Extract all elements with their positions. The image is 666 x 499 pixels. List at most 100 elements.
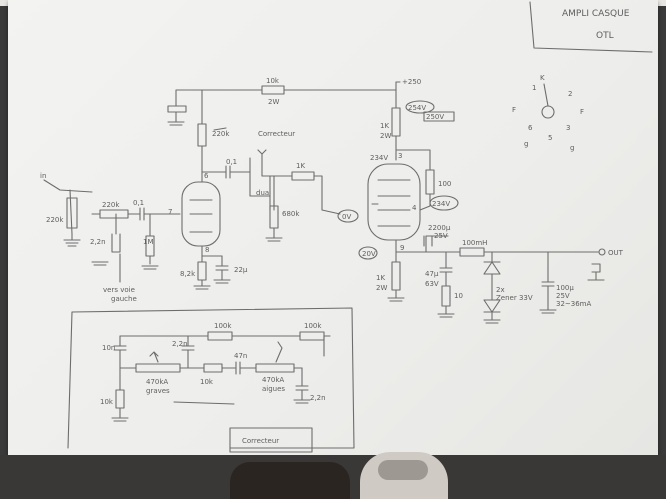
- pinout-bulb: [541, 105, 555, 119]
- label-c-47: 47µ: [425, 270, 439, 278]
- label-r-1k-top-w: 2W: [380, 132, 391, 140]
- label-corr-10k-a: 10k: [100, 398, 114, 406]
- pin-num-3: 3: [566, 124, 570, 132]
- label-v-234b: 234V: [432, 200, 450, 208]
- correcteur-jumpers: [249, 149, 283, 197]
- label-corr-box: Correcteur: [242, 437, 279, 445]
- label-r-100: 100: [438, 180, 451, 188]
- pinout-stem: [543, 83, 549, 107]
- cap-top-left: [167, 105, 187, 126]
- label-r-100mh: 100mH: [462, 239, 487, 247]
- label-corr-47n: 47n: [234, 352, 247, 360]
- ground-1: [63, 239, 81, 247]
- ground-5: [193, 285, 211, 290]
- num-8: 8: [205, 246, 209, 254]
- label-c-2200-v: 25V: [434, 232, 448, 240]
- resistor-plate-1: [197, 89, 207, 183]
- label-corr-pot1: 470kA: [146, 378, 168, 386]
- zener-2: [483, 273, 501, 321]
- label-r-1k-cath: 1K: [376, 274, 385, 282]
- out-terminal[interactable]: [598, 248, 606, 256]
- tag-0v: [337, 209, 359, 223]
- label-r-1k-g2: 1K: [296, 162, 305, 170]
- label-c-out-2: 32~36mA: [556, 300, 591, 308]
- title-line1: AMPLI CASQUE: [562, 9, 630, 19]
- wire-to-grid-2: [313, 175, 341, 215]
- pin-g2: g: [570, 144, 574, 152]
- label-r-10: 10: [454, 292, 463, 300]
- pin-num-2: 2: [568, 90, 572, 98]
- label-corr-100k-b: 100k: [304, 322, 322, 330]
- num-9: 9: [400, 244, 404, 252]
- inductor-100mh: [459, 247, 485, 257]
- label-corr-22n: 2,2n: [310, 394, 326, 402]
- resistor-1k-top: [391, 107, 401, 137]
- corr-cap-22n: [295, 367, 309, 401]
- input-wire: [43, 179, 93, 193]
- ground-2: [91, 261, 109, 266]
- label-c-47-v: 63V: [425, 280, 439, 288]
- tag-254v: [405, 100, 435, 114]
- cap-cath-1: [215, 255, 229, 281]
- pin-f1: F: [512, 106, 516, 114]
- corr-r-10k-a: [115, 389, 125, 419]
- label-correcteur-top: Correcteur: [258, 130, 295, 138]
- label-r-in: 220k: [46, 216, 64, 224]
- label-c-couple: 0,1: [226, 158, 237, 166]
- label-c-out-v: 25V: [556, 292, 570, 300]
- resistor-220k-grid: [99, 209, 129, 219]
- input-label: in: [40, 172, 46, 180]
- ground-4: [265, 237, 283, 242]
- label-to-other-2: gauche: [111, 295, 137, 303]
- label-r-1k-top: 1K: [380, 122, 389, 130]
- label-r-top-w: 2W: [268, 98, 279, 106]
- zener-1: [483, 251, 501, 275]
- wire-screen: [419, 193, 431, 211]
- correcteur-label-box: [229, 427, 313, 453]
- label-dual: dual: [256, 189, 271, 197]
- corr-r-10k-b: [195, 363, 233, 373]
- label-v-20: 20V: [362, 250, 376, 258]
- shoe-left: [230, 462, 350, 499]
- input-pot: [66, 197, 78, 229]
- ground-12: [293, 399, 311, 404]
- wire-plate-2: [395, 135, 431, 171]
- resistor-10: [441, 285, 451, 315]
- input-pot-wire: [69, 189, 73, 241]
- label-c22n-left: 2,2n: [90, 238, 106, 246]
- wire-top: [283, 81, 401, 91]
- label-out: OUT: [608, 249, 624, 257]
- label-r-1m: 1M: [143, 238, 154, 246]
- label-corr-pot1b: graves: [146, 387, 170, 395]
- num-3: 3: [398, 152, 402, 160]
- corr-pot-1-wiper: [149, 351, 159, 363]
- label-c-2200: 2200µ: [428, 224, 451, 232]
- num-4: 4: [412, 204, 417, 212]
- shoe-lace: [378, 460, 428, 480]
- resistor-1k-cath: [391, 251, 401, 299]
- corr-pot-1: [119, 363, 197, 373]
- tube-1-elements: [189, 199, 213, 233]
- tag-250v: [423, 111, 455, 122]
- resistor-1k-g2: [291, 171, 315, 181]
- label-c-cath1: 22µ: [234, 266, 248, 274]
- label-corr-100k-a: 100k: [214, 322, 232, 330]
- pin-num-6: 6: [528, 124, 533, 132]
- corr-cap-47n: [231, 361, 257, 375]
- corr-misc-wires: [173, 335, 325, 405]
- label-v-254: 254V: [408, 104, 426, 112]
- cap-in: [127, 207, 181, 221]
- pin-g1: g: [524, 140, 528, 148]
- resistor-1m: [145, 213, 155, 265]
- label-r-680k: 680k: [282, 210, 300, 218]
- pin-k: K: [540, 74, 545, 82]
- tag-20v: [358, 246, 378, 260]
- label-c-out: 100µ: [556, 284, 574, 292]
- num-6: 6: [204, 172, 209, 180]
- cap-22n-left: [111, 213, 121, 253]
- resistor-100: [425, 169, 435, 195]
- cap-2200: [423, 235, 433, 247]
- resistor-10k-top: [261, 85, 285, 95]
- label-corr-c2: 2,2n: [172, 340, 188, 348]
- tube-1: [181, 181, 221, 247]
